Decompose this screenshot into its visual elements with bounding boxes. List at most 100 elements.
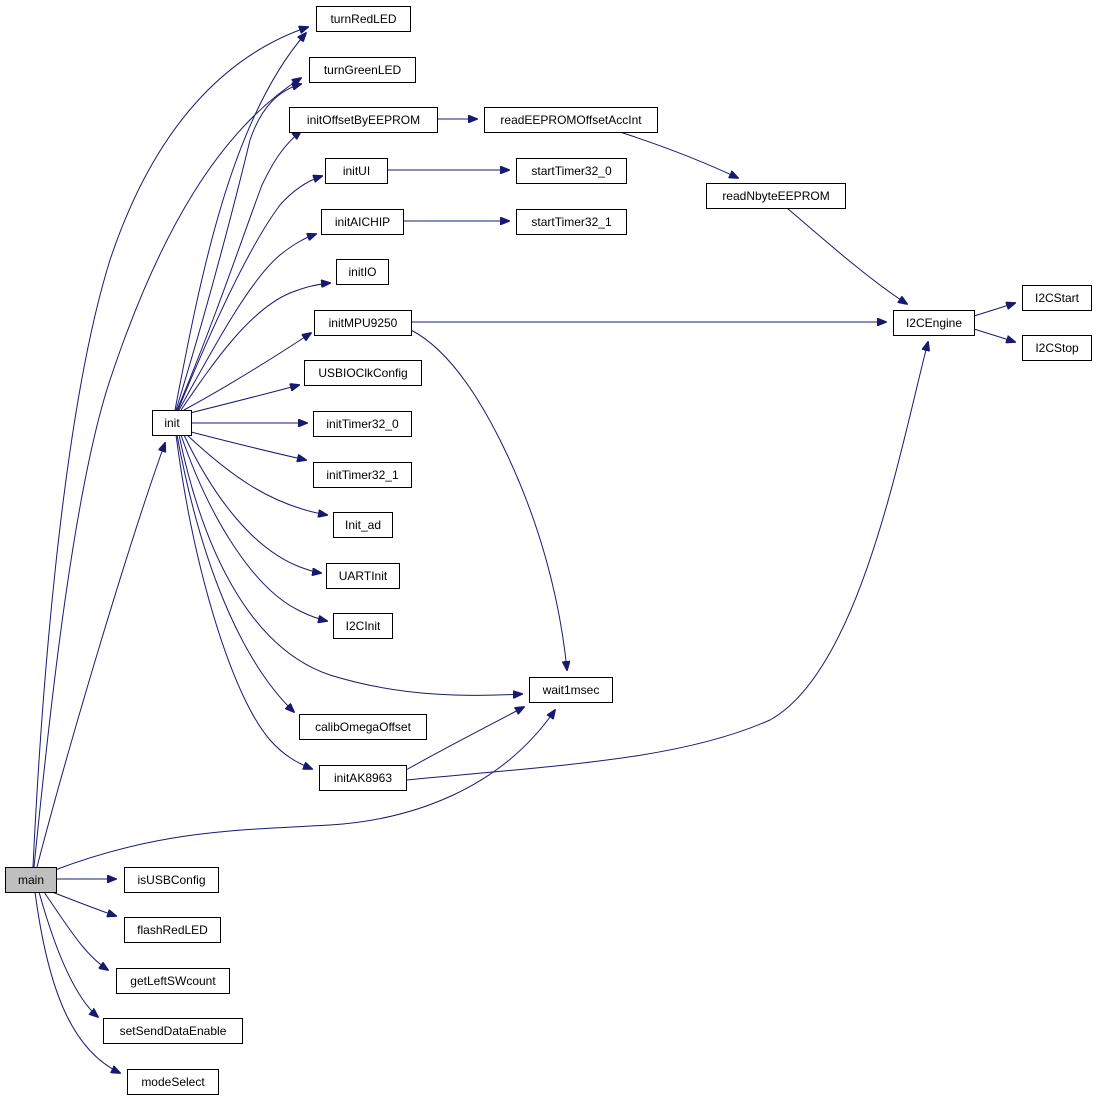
edge-line [174,33,306,411]
edge-line [973,328,1015,342]
node-box [313,462,412,488]
edge-initMPU9250-to-wait1msec [410,329,567,670]
edge-main-to-wait1msec [54,710,555,871]
edge-main-to-getLeftSWcount [43,891,108,970]
node-box [319,765,407,791]
node-I2CInit[interactable]: I2CInit [333,613,393,639]
nodes-layer: main init turnRedLED turnGreenLED initOffset… [5,6,1092,1095]
node-box [529,677,613,703]
edge-line [973,303,1015,317]
edge-main-to-init [36,443,165,868]
node-readNbyteEEPROM[interactable]: readNbyteEEPROM [706,183,846,209]
node-main[interactable]: main [5,867,57,893]
edge-line [189,385,299,414]
node-readEEPROMOffsetAccInt[interactable]: readEEPROMOffsetAccInt [484,107,658,133]
edge-line [183,434,321,573]
edge-main-to-turnRedLED [32,27,308,868]
node-initUI[interactable]: initUI [325,158,388,184]
edge-line [32,27,308,868]
node-box [309,57,416,83]
node-box [326,563,400,589]
node-initAK8963[interactable]: initAK8963 [319,765,407,791]
edge-line [38,891,98,1017]
node-box [333,512,393,538]
node-label: USBIOClkConfig [318,366,407,380]
node-box [484,107,658,133]
node-box [124,917,221,943]
node-turnRedLED[interactable]: turnRedLED [316,6,411,32]
node-initTimer32_0[interactable]: initTimer32_0 [313,411,412,437]
edge-init-to-calibOmegaOffset [176,434,294,712]
edge-line [180,283,330,411]
node-initAICHIP[interactable]: initAICHIP [321,209,404,235]
node-UARTInit[interactable]: UARTInit [326,563,400,589]
node-initMPU9250[interactable]: initMPU9250 [314,310,412,336]
edge-line [175,84,301,411]
edge-main-to-turnGreenLED [33,78,301,868]
edge-line [178,434,522,695]
edge-init-to-initMPU9250 [183,333,311,411]
edge-line [786,207,907,304]
edge-line [405,707,524,771]
node-I2CStart[interactable]: I2CStart [1022,285,1092,311]
node-box [304,360,422,386]
edge-line [51,891,116,916]
edge-initAK8963-to-I2CEngine [405,342,928,781]
edges-layer [32,27,1015,1073]
node-isUSBConfig[interactable]: isUSBConfig [124,867,219,893]
node-initTimer32_1[interactable]: initTimer32_1 [313,462,412,488]
node-Init_ad[interactable]: Init_ad [333,512,393,538]
node-init[interactable]: init [152,410,192,436]
node-label: initTimer32_1 [326,468,399,482]
node-label: initAICHIP [335,215,390,229]
node-setSendDataEnable[interactable]: setSendDataEnable [103,1018,243,1044]
node-initOffsetByEEPROM[interactable]: initOffsetByEEPROM [289,107,438,133]
node-box [1022,285,1092,311]
node-label: initOffsetByEEPROM [307,113,420,127]
edge-line [34,891,120,1073]
edge-line [33,78,301,868]
edge-init-to-turnRedLED [174,33,306,411]
edge-I2CEngine-to-I2CStop [973,328,1015,342]
edge-init-to-turnGreenLED [175,84,301,411]
node-turnGreenLED[interactable]: turnGreenLED [309,57,416,83]
node-box [1022,335,1092,361]
node-modeSelect[interactable]: modeSelect [127,1069,219,1095]
node-label: I2CEngine [906,316,962,330]
edge-init-to-wait1msec [178,434,522,695]
edge-line [410,329,567,670]
edge-line [180,434,327,621]
node-startTimer32_1[interactable]: startTimer32_1 [516,209,627,235]
edge-line [405,342,928,781]
node-label: I2CInit [346,619,381,633]
node-label: I2CStart [1035,291,1080,305]
node-label: startTimer32_0 [531,164,612,178]
node-flashRedLED[interactable]: flashRedLED [124,917,221,943]
node-label: startTimer32_1 [531,215,612,229]
node-label: flashRedLED [137,923,208,937]
node-label: turnRedLED [330,12,396,26]
node-I2CEngine[interactable]: I2CEngine [893,310,975,336]
node-box [336,259,389,285]
node-I2CStop[interactable]: I2CStop [1022,335,1092,361]
node-initIO[interactable]: initIO [336,259,389,285]
node-startTimer32_0[interactable]: startTimer32_0 [516,158,627,184]
node-box [516,158,627,184]
edge-initAK8963-to-wait1msec [405,707,524,771]
edge-line [176,131,301,411]
node-calibOmegaOffset[interactable]: calibOmegaOffset [299,714,427,740]
edge-init-to-initAICHIP [178,234,316,411]
node-box [124,867,219,893]
node-USBIOClkConfig[interactable]: USBIOClkConfig [304,360,422,386]
edge-line [36,443,165,868]
node-box [299,714,427,740]
node-getLeftSWcount[interactable]: getLeftSWcount [116,968,230,994]
node-wait1msec[interactable]: wait1msec [529,677,613,703]
node-label: initIO [348,265,376,279]
node-label: setSendDataEnable [120,1024,227,1038]
node-box [103,1018,243,1044]
node-label: main [18,873,44,887]
node-box [314,310,412,336]
edge-init-to-initAK8963 [175,434,312,769]
node-label: initMPU9250 [329,316,398,330]
